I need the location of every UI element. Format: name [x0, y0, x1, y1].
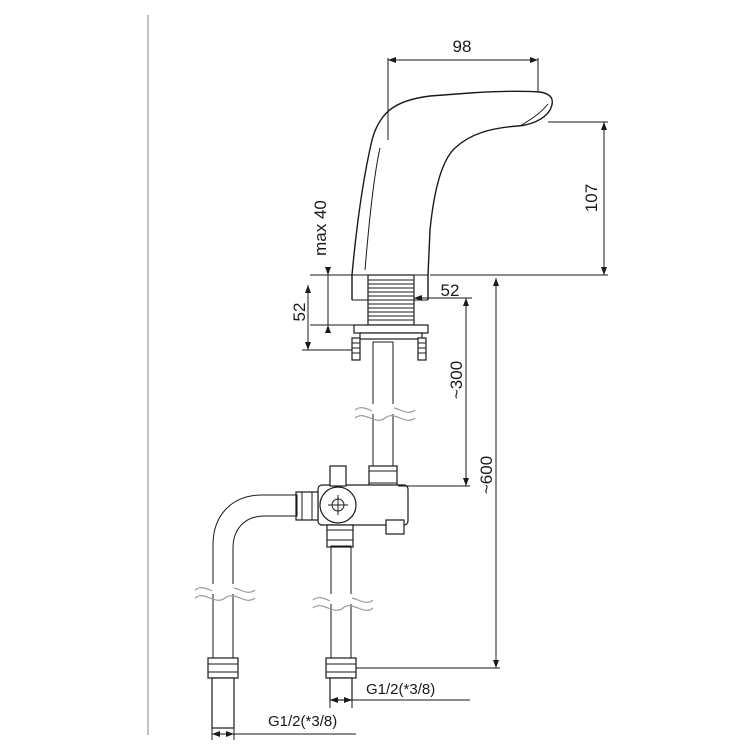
- threaded-shank: [351, 274, 429, 361]
- dimension-label-g12-left: G1/2(*3/8): [268, 713, 337, 730]
- dimension-connection-right: G1/2(*3/8): [329, 678, 470, 708]
- dimension-label-107: 107: [582, 184, 601, 212]
- dimension-deck-max: max 40: [310, 200, 356, 333]
- dimension-label-98: 98: [453, 37, 472, 56]
- upper-hose: [354, 341, 416, 489]
- dimension-label-max-40: max 40: [311, 200, 330, 256]
- right-supply-hose: [312, 545, 374, 701]
- dimension-shank-length: 52: [414, 281, 472, 301]
- dimension-height: 107: [430, 121, 608, 276]
- dimension-connection-left: G1/2(*3/8): [211, 713, 356, 740]
- dimension-spout-reach: 98: [387, 37, 539, 140]
- dimension-label-600: ~600: [477, 456, 496, 494]
- left-supply-hose: [194, 494, 298, 729]
- dimension-body-base: 52: [290, 285, 352, 351]
- dimension-label-300: ~300: [447, 361, 466, 399]
- dimension-hose-to-valve: ~300: [398, 298, 470, 487]
- dimension-label-52-right: 52: [441, 281, 460, 300]
- dimension-hose-total: ~600: [356, 278, 500, 669]
- dimension-label-52-left: 52: [290, 303, 309, 322]
- faucet-body: [351, 90, 553, 301]
- dimension-label-g12-right: G1/2(*3/8): [366, 681, 435, 698]
- valve-block: [295, 465, 409, 548]
